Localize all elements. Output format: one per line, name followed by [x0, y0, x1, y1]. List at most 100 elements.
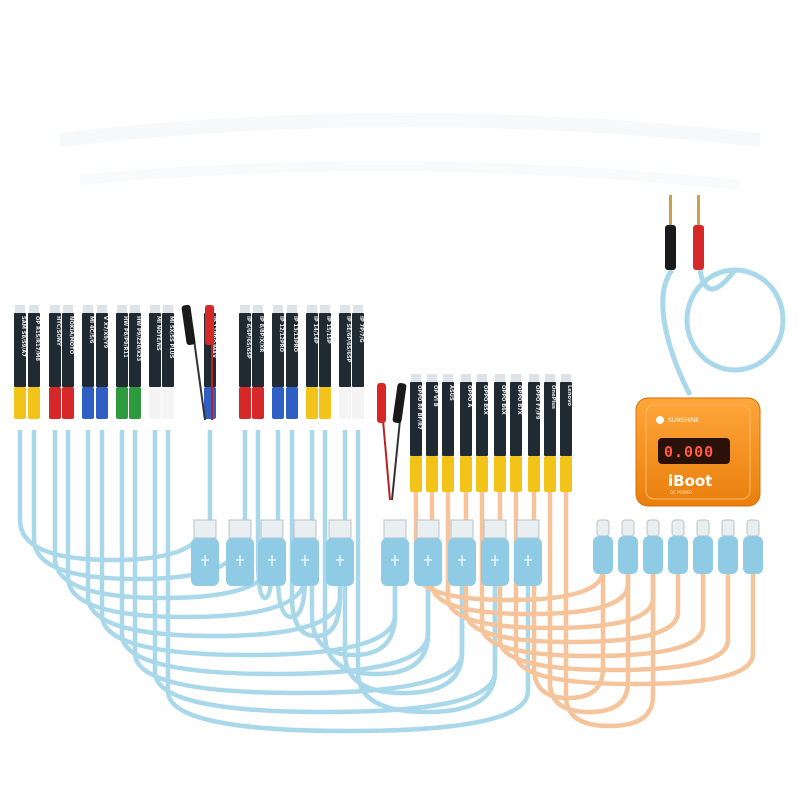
- usb-a-shell: [516, 519, 540, 539]
- connector-sleeve: [510, 456, 522, 492]
- connector-label: IP 8/8P/X/XR: [258, 316, 264, 352]
- usb-c-plug-group: [593, 519, 763, 574]
- connector-board: [49, 313, 61, 387]
- connector-left: NOKIA/MOTO: [62, 305, 74, 419]
- usb-a-plug: [291, 519, 319, 586]
- connector-tip: [273, 305, 283, 313]
- connector-board: [252, 313, 264, 387]
- blue-cable: [99, 430, 398, 658]
- usb-icon: [201, 555, 209, 566]
- connector-left: OP R15/R17/M8: [28, 305, 40, 419]
- usb-a-plug: [258, 519, 286, 586]
- usb-icon: [236, 555, 244, 566]
- connector-board: [528, 382, 540, 456]
- connector-label: OPPO B6X: [500, 385, 506, 415]
- usb-c-plug: [743, 519, 763, 574]
- blue-cable: [275, 430, 308, 620]
- connector-sleeve: [410, 456, 422, 492]
- display-readout: 0.000: [664, 443, 714, 461]
- connector-label: Lenovo: [566, 385, 572, 406]
- connector-left: SAM S8/S9/A7: [14, 305, 26, 419]
- connector-board: [339, 313, 351, 387]
- connector-sleeve: [460, 456, 472, 492]
- connector-board: [510, 382, 522, 456]
- connector-tip: [130, 305, 140, 313]
- connector-right: OPPO F7/F9: [528, 374, 540, 492]
- connector-sleeve: [272, 387, 284, 419]
- connector-board: [442, 382, 454, 456]
- blue-cable: [119, 430, 431, 677]
- connector-sleeve: [306, 387, 318, 419]
- usb-icon: [524, 555, 532, 566]
- connector-label: OP VI B: [432, 385, 438, 407]
- connector-label: MI 5X/5S PLUS: [168, 316, 174, 359]
- usb-c-tip: [696, 519, 710, 537]
- connector-sleeve: [62, 387, 74, 419]
- connector-label: OPPO RF BF/R7: [416, 385, 422, 430]
- connector-left: MI 5X/5S PLUS: [162, 305, 174, 419]
- usb-c-body: [618, 536, 638, 574]
- usb-icon: [458, 555, 466, 566]
- connector-board: [116, 313, 128, 387]
- connector-tip: [163, 305, 173, 313]
- connector-sleeve: [252, 387, 264, 419]
- connector-tip: [411, 374, 421, 382]
- usb-a-shell: [416, 519, 440, 539]
- connector-board: [239, 313, 251, 387]
- alligator-clip-left: [181, 304, 214, 421]
- usb-icon: [424, 555, 432, 566]
- connector-label: MI 4C/5/6: [88, 316, 94, 344]
- connector-tip: [320, 305, 330, 313]
- blue-cable: [165, 430, 531, 734]
- connector-sleeve: [352, 387, 364, 419]
- reflection-haze: [59, 113, 761, 190]
- connector-tip: [511, 374, 521, 382]
- connector-tip: [427, 374, 437, 382]
- orange-cable: [497, 490, 731, 673]
- connector-sleeve: [426, 456, 438, 492]
- connector-left: IP 15/15P: [319, 305, 331, 419]
- connector-tip: [15, 305, 25, 313]
- usb-c-body: [593, 536, 613, 574]
- usb-a-plug: [226, 519, 254, 586]
- orange-cable: [513, 490, 756, 687]
- connector-tip: [253, 305, 263, 313]
- power-cable: [660, 267, 786, 397]
- usb-c-plug: [668, 519, 688, 574]
- connector-board: [306, 313, 318, 387]
- orange-cable: [563, 490, 656, 729]
- connector-tip: [240, 305, 250, 313]
- orange-cable: [413, 490, 606, 603]
- connector-board: [272, 313, 284, 387]
- connector-sleeve: [286, 387, 298, 419]
- connector-tip: [495, 374, 505, 382]
- connector-left: IP 6/6P/6S/6SP: [239, 305, 251, 419]
- usb-a-shell: [293, 519, 317, 539]
- usb-c-body: [693, 536, 713, 574]
- connector-board: [426, 382, 438, 456]
- connector-left: IP SE/6P/6S/6SP: [339, 305, 351, 419]
- usb-a-plug: [414, 519, 442, 586]
- banana-probe-black: [665, 195, 676, 270]
- connector-board: [28, 313, 40, 387]
- blue-cable: [65, 430, 308, 620]
- usb-icon: [336, 555, 344, 566]
- connector-left: IP 8/8P/X/XR: [252, 305, 264, 419]
- usb-a-shell: [260, 519, 284, 539]
- connector-tip: [529, 374, 539, 382]
- connector-tip: [117, 305, 127, 313]
- connector-label: IP 12/12PRO: [278, 316, 284, 353]
- orange-cable: [479, 490, 706, 659]
- connector-label: IP 13/13PRO: [292, 316, 298, 353]
- usb-c-plug: [718, 519, 738, 574]
- alligator-clip-right: [377, 383, 407, 501]
- connector-tip: [97, 305, 107, 313]
- connector-label: IP 15/15P: [325, 316, 331, 344]
- connector-sleeve: [82, 387, 94, 419]
- usb-c-tip: [721, 519, 735, 537]
- usb-c-body: [668, 536, 688, 574]
- usb-c-tip: [596, 519, 610, 537]
- orange-cable: [547, 490, 631, 715]
- connector-right: Lenovo: [560, 374, 572, 492]
- connector-left: IP 12/12PRO: [272, 305, 284, 419]
